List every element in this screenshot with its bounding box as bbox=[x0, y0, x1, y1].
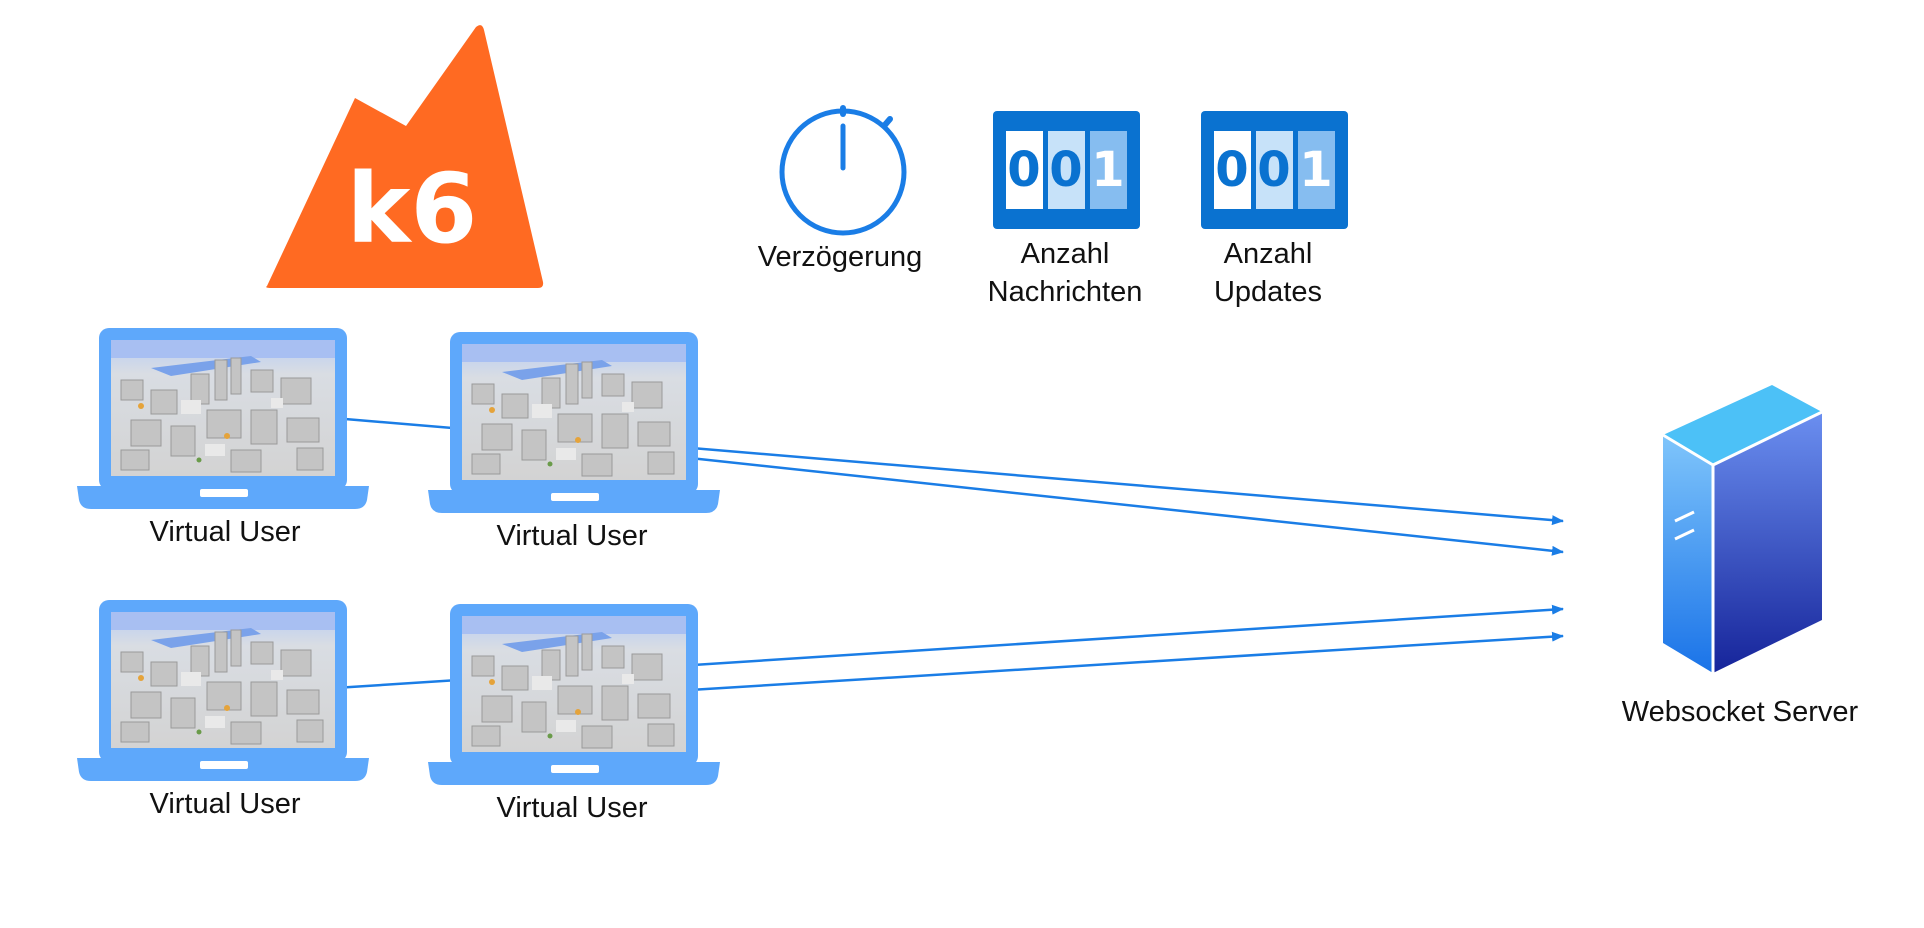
k6-logo-text: k6 bbox=[347, 153, 478, 265]
server-front-face bbox=[1663, 435, 1713, 673]
counter-digit: 0 bbox=[1049, 142, 1082, 198]
virtual-user-label: Virtual User bbox=[149, 788, 301, 820]
counter-digit: 1 bbox=[1091, 142, 1124, 198]
update-count-label-line2: Updates bbox=[1213, 276, 1322, 308]
server-top-face bbox=[1663, 385, 1822, 465]
connection-arrow bbox=[689, 456, 1564, 556]
virtual-user-label: Virtual User bbox=[149, 516, 301, 548]
delay-label: Verzögerung bbox=[757, 241, 923, 273]
server-icon bbox=[1662, 385, 1823, 673]
counter-digit: 0 bbox=[1215, 142, 1248, 198]
message-count-label-line2: Nachrichten bbox=[987, 276, 1143, 308]
virtual-user-label: Virtual User bbox=[496, 792, 648, 824]
stopwatch-icon bbox=[779, 105, 907, 236]
counter-icon-updates: 0 0 1 bbox=[1201, 111, 1348, 229]
update-count-label: Anzahl Updates bbox=[1168, 235, 1368, 311]
server-label: Websocket Server bbox=[1621, 696, 1859, 728]
connection-arrow bbox=[689, 631, 1564, 692]
laptop-icon bbox=[77, 600, 369, 781]
k6-mountain-shape bbox=[266, 25, 544, 288]
counter-digit: 1 bbox=[1299, 142, 1332, 198]
laptop-icon bbox=[77, 328, 369, 509]
counter-icon-messages: 0 0 1 bbox=[993, 111, 1140, 229]
message-count-label: Anzahl Nachrichten bbox=[950, 235, 1180, 311]
k6-logo: k6 bbox=[266, 25, 544, 288]
counter-digit: 0 bbox=[1007, 142, 1040, 198]
laptop-icon bbox=[428, 332, 720, 513]
server-side-face bbox=[1713, 412, 1822, 673]
laptop-icon bbox=[428, 604, 720, 785]
message-count-label-line1: Anzahl bbox=[1020, 238, 1110, 270]
virtual-user-label: Virtual User bbox=[496, 520, 648, 552]
counter-digit: 0 bbox=[1257, 142, 1290, 198]
update-count-label-line1: Anzahl bbox=[1223, 238, 1313, 270]
